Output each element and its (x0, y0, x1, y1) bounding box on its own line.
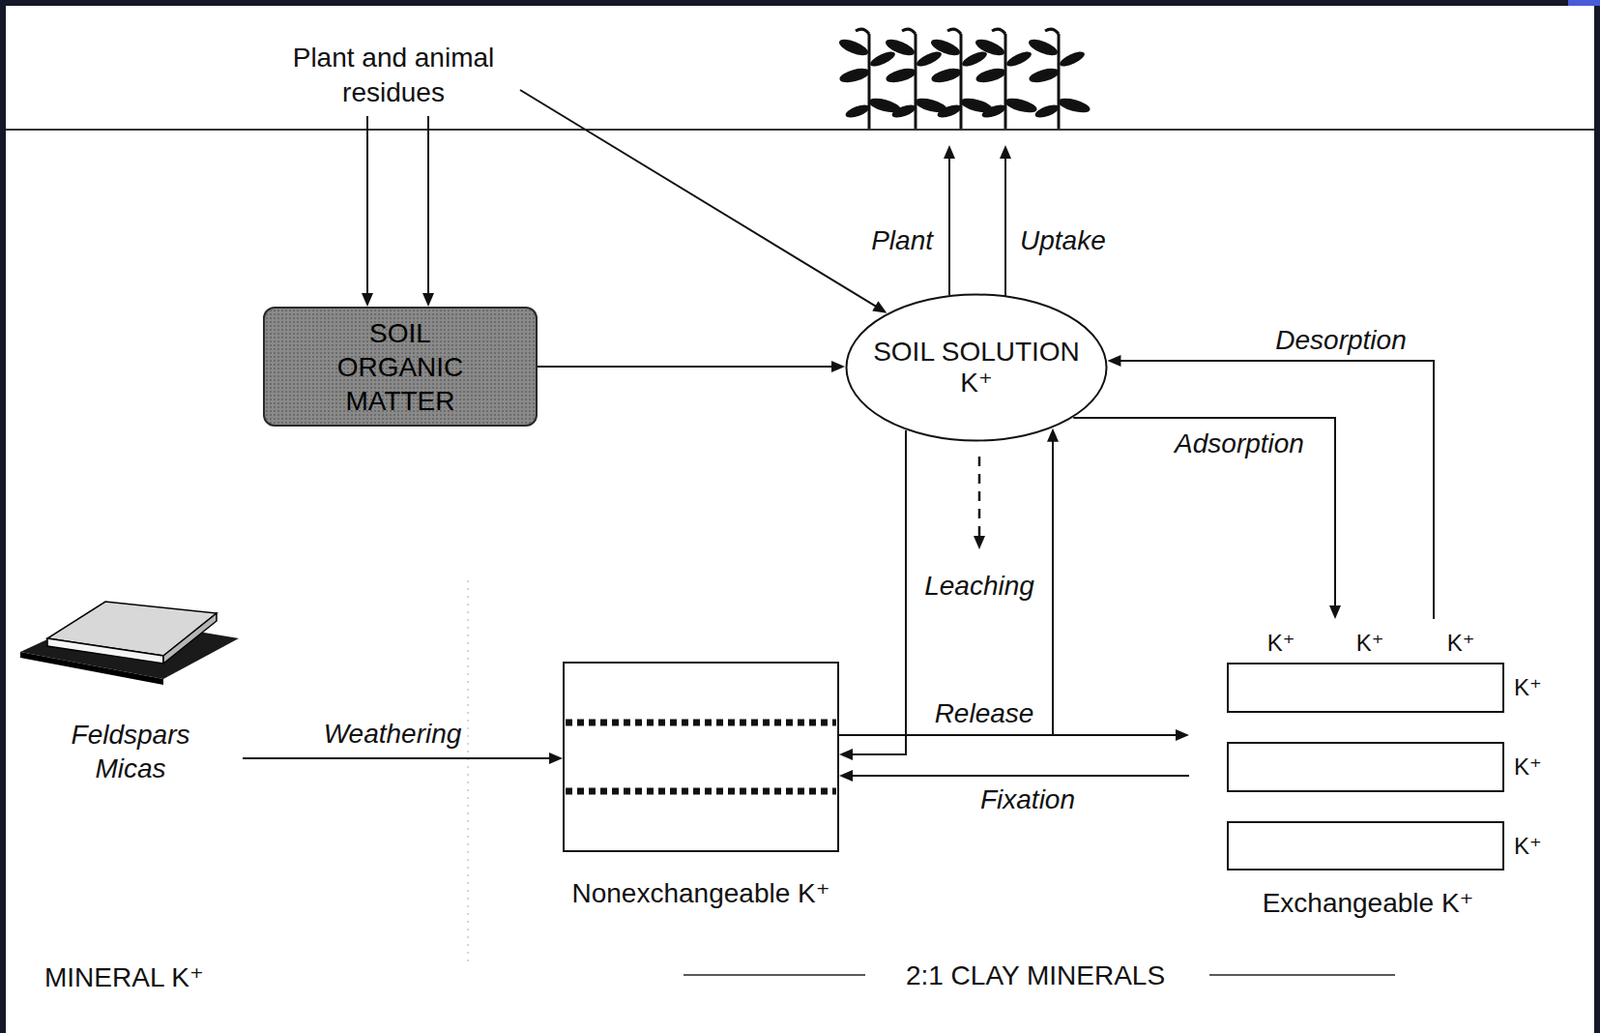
uptake-arrow (948, 156, 951, 295)
frame-top (0, 0, 1600, 6)
connector-line (427, 116, 430, 296)
connector-line (839, 438, 1053, 735)
arrowhead (839, 769, 853, 782)
connector-line (242, 756, 553, 759)
frame-corner (1568, 0, 1600, 6)
section-label: MINERAL K⁺ (44, 960, 204, 994)
ion-label: K⁺ (1447, 628, 1476, 658)
box-label: SOIL ORGANIC MATTER (322, 316, 478, 418)
flow-connector (242, 752, 563, 764)
ion-label: K⁺ (1513, 831, 1542, 861)
flow-label: Release (934, 696, 1035, 730)
interlayer-k-row (565, 719, 837, 727)
residue-source: Plant and animal residues (266, 40, 521, 117)
flow-label: Leaching (924, 568, 1035, 603)
node-label: Plant and animal residues (266, 40, 521, 111)
flow-connector (839, 430, 906, 760)
region-divider (466, 580, 469, 967)
section-label: 2:1 CLAY MINERALS (905, 958, 1165, 992)
connector-line (1073, 417, 1336, 609)
connector-line (366, 116, 369, 296)
mica-illustration (18, 599, 243, 689)
connector-line (520, 89, 878, 308)
flow-label: Desorption (1275, 322, 1406, 357)
clay-layer (1227, 663, 1504, 712)
arrowhead (1047, 428, 1059, 442)
flow-connector (520, 89, 887, 314)
uptake-arrowhead (999, 145, 1012, 159)
flow-label: Uptake (1019, 223, 1106, 258)
bracket-line (683, 973, 866, 976)
flow-connector (839, 428, 1059, 735)
flow-label: Plant (871, 223, 933, 258)
connector-line (849, 774, 1190, 777)
flow-connector (1073, 417, 1341, 619)
mica-plate (47, 638, 164, 664)
clay-layer (1227, 742, 1504, 791)
clay-outline (563, 662, 839, 851)
uptake-arrowhead (943, 145, 956, 159)
ellipse-label: SOIL SOLUTION K⁺ (867, 336, 1086, 399)
arrowhead (361, 292, 374, 307)
leaching-arrowhead (973, 535, 986, 550)
connector-line (1117, 360, 1434, 619)
mineral-source: Feldspars Micas (18, 599, 243, 793)
nonexchangeable-box: Nonexchangeable K⁺ (562, 661, 840, 919)
flow-connector (537, 360, 845, 373)
connector-line (849, 430, 906, 755)
frame-left (0, 0, 6, 1033)
box-caption: Nonexchangeable K⁺ (572, 875, 831, 910)
clay-box (562, 661, 840, 852)
arrowhead (422, 292, 435, 307)
arrowhead (1175, 728, 1190, 741)
arrowhead (839, 748, 853, 760)
flow-connector (1106, 354, 1434, 619)
ion-label: K⁺ (1513, 752, 1542, 782)
solution-ellipse: SOIL SOLUTION K⁺ (844, 292, 1108, 442)
arrowhead (1106, 354, 1121, 367)
ion-label: K⁺ (1267, 628, 1296, 658)
uptake-arrow (1004, 156, 1007, 296)
flow-connector (361, 116, 374, 307)
ion-label: K⁺ (1513, 672, 1542, 702)
ground-line (5, 128, 1595, 131)
ellipse-shape (846, 294, 1107, 441)
ion-label: K⁺ (1356, 628, 1385, 658)
interlayer-k-row (565, 787, 837, 795)
clay-strips (1189, 618, 1547, 924)
box-caption: Exchangeable K⁺ (1262, 885, 1475, 920)
arrowhead (872, 300, 887, 313)
frame-right (1594, 0, 1600, 1033)
flow-connector (839, 769, 1190, 782)
arrowhead (831, 360, 845, 373)
flow-label: Weathering (323, 716, 463, 751)
leaching-arrow (978, 456, 982, 536)
arrowhead (1329, 605, 1341, 619)
flow-label: Adsorption (1174, 426, 1305, 461)
plant-icon (1026, 29, 1092, 129)
connector-line (537, 365, 835, 368)
arrowhead (549, 752, 563, 764)
bracket-line (1209, 973, 1396, 976)
source-label: Feldspars Micas (48, 717, 213, 786)
exchangeable-group: Exchangeable K⁺ (1189, 618, 1547, 924)
organic-matter-box: SOIL ORGANIC MATTER (262, 306, 538, 427)
flow-connector (422, 116, 435, 307)
flow-label: Fixation (980, 782, 1076, 816)
clay-layer (1227, 821, 1504, 870)
mica-plate (163, 612, 217, 664)
plant-icon (973, 29, 1039, 129)
